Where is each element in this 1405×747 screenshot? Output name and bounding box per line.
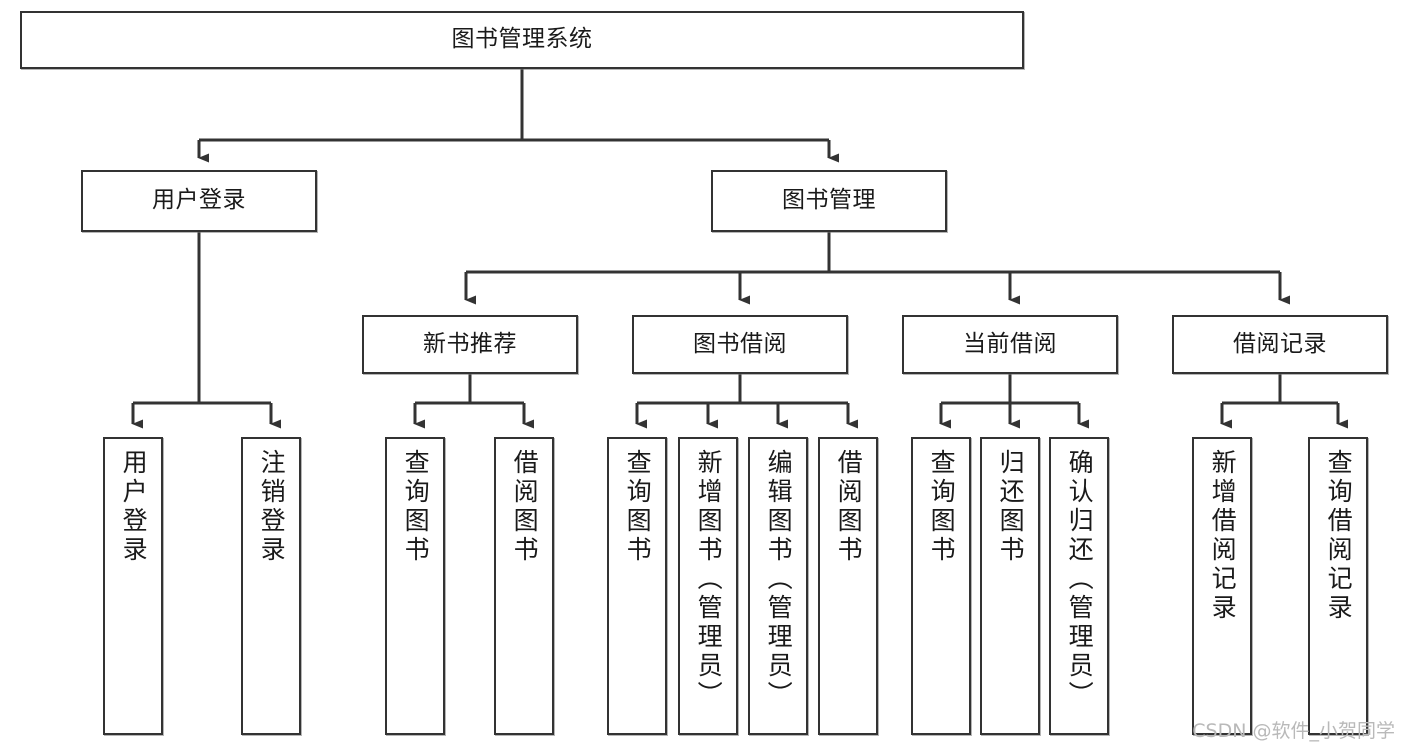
node-user-login-label: 用户登录 [152,187,246,214]
node-leaf-add-record-label: 新增借阅记录 [1208,449,1238,623]
node-book-manage-label: 图书管理 [782,187,876,214]
node-book-borrow-label: 图书借阅 [693,330,787,357]
node-new-book-recommend[interactable]: 新书推荐 [362,315,578,374]
node-leaf-return-book-label: 归还图书 [996,449,1026,565]
node-leaf-borrow-book-1[interactable]: 借阅图书 [494,437,554,735]
node-leaf-user-login-label: 用户登录 [119,449,149,565]
node-leaf-query-book-1-label: 查询图书 [401,449,431,565]
node-leaf-query-record[interactable]: 查询借阅记录 [1308,437,1368,735]
node-root[interactable]: 图书管理系统 [20,11,1024,69]
node-leaf-logout-login-label: 注销登录 [257,449,287,565]
node-leaf-user-login[interactable]: 用户登录 [103,437,163,735]
node-leaf-edit-book[interactable]: 编辑图书（管理员） [748,437,808,735]
node-leaf-add-record[interactable]: 新增借阅记录 [1192,437,1252,735]
node-leaf-add-book[interactable]: 新增图书（管理员） [678,437,738,735]
node-leaf-query-book-2-label: 查询图书 [623,449,653,565]
node-current-borrow[interactable]: 当前借阅 [902,315,1118,374]
node-new-book-recommend-label: 新书推荐 [423,330,517,357]
watermark: CSDN @软件_小贺同学 [1192,720,1395,742]
node-leaf-query-book-3[interactable]: 查询图书 [911,437,971,735]
node-borrow-record[interactable]: 借阅记录 [1172,315,1388,374]
node-leaf-borrow-book-1-label: 借阅图书 [510,449,540,565]
node-leaf-query-book-2[interactable]: 查询图书 [607,437,667,735]
node-root-label: 图书管理系统 [451,26,593,53]
node-leaf-query-book-3-label: 查询图书 [927,449,957,565]
node-leaf-borrow-book-2[interactable]: 借阅图书 [818,437,878,735]
node-user-login[interactable]: 用户登录 [81,170,317,232]
node-book-borrow[interactable]: 图书借阅 [632,315,848,374]
node-book-manage[interactable]: 图书管理 [711,170,947,232]
node-leaf-query-record-label: 查询借阅记录 [1324,449,1354,623]
node-leaf-return-book[interactable]: 归还图书 [980,437,1040,735]
node-leaf-query-book-1[interactable]: 查询图书 [385,437,445,735]
node-leaf-borrow-book-2-label: 借阅图书 [834,449,864,565]
node-borrow-record-label: 借阅记录 [1233,330,1327,357]
node-leaf-add-book-label: 新增图书（管理员） [694,449,724,710]
node-leaf-confirm-return[interactable]: 确认归还（管理员） [1049,437,1109,735]
node-leaf-logout-login[interactable]: 注销登录 [241,437,301,735]
node-current-borrow-label: 当前借阅 [963,330,1057,357]
node-leaf-edit-book-label: 编辑图书（管理员） [764,449,794,710]
node-leaf-confirm-return-label: 确认归还（管理员） [1065,449,1095,710]
